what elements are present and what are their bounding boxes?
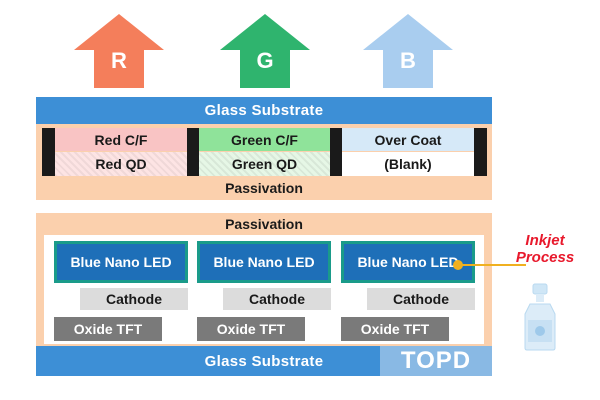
inkjet-pointer-line — [453, 260, 526, 270]
cathode-2: Cathode — [223, 288, 331, 310]
arrow-label-b: B — [400, 48, 416, 73]
top-passivation: Passivation — [36, 176, 492, 200]
black-matrix-4 — [474, 128, 487, 176]
ink-bottle-icon — [524, 283, 556, 351]
blank-layer: (Blank) — [342, 152, 474, 176]
black-matrix-1 — [42, 128, 55, 176]
cathode-3: Cathode — [367, 288, 475, 310]
black-matrix-2 — [187, 128, 199, 176]
over-coat: Over Coat — [342, 128, 474, 151]
red-color-filter: Red C/F — [55, 128, 187, 151]
arrow-label-r: R — [111, 48, 127, 73]
watermark-text: TOPD — [400, 347, 472, 374]
blue-nano-led-1: Blue Nano LED — [54, 241, 188, 283]
red-arrow-icon — [74, 14, 164, 88]
bottom-passivation: Passivation — [36, 213, 492, 235]
top-glass-substrate: Glass Substrate — [36, 97, 492, 124]
oxide-tft-2: Oxide TFT — [197, 317, 305, 341]
watermark: TOPD — [380, 346, 492, 376]
inkjet-label: Inkjet Process — [500, 232, 590, 266]
blue-nano-led-3: Blue Nano LED — [341, 241, 475, 283]
arrow-label-g: G — [256, 48, 274, 73]
green-arrow-icon — [220, 14, 310, 88]
inkjet-label-line2: Process — [515, 249, 575, 266]
green-quantum-dot: Green QD — [199, 152, 330, 176]
blue-arrow-icon — [363, 14, 453, 88]
green-color-filter: Green C/F — [199, 128, 330, 151]
black-matrix-3 — [330, 128, 342, 176]
cathode-1: Cathode — [80, 288, 188, 310]
red-quantum-dot: Red QD — [55, 152, 187, 176]
oxide-tft-3: Oxide TFT — [341, 317, 449, 341]
oxide-tft-1: Oxide TFT — [54, 317, 162, 341]
inkjet-label-line1: Inkjet — [525, 232, 565, 249]
blue-nano-led-2: Blue Nano LED — [197, 241, 331, 283]
